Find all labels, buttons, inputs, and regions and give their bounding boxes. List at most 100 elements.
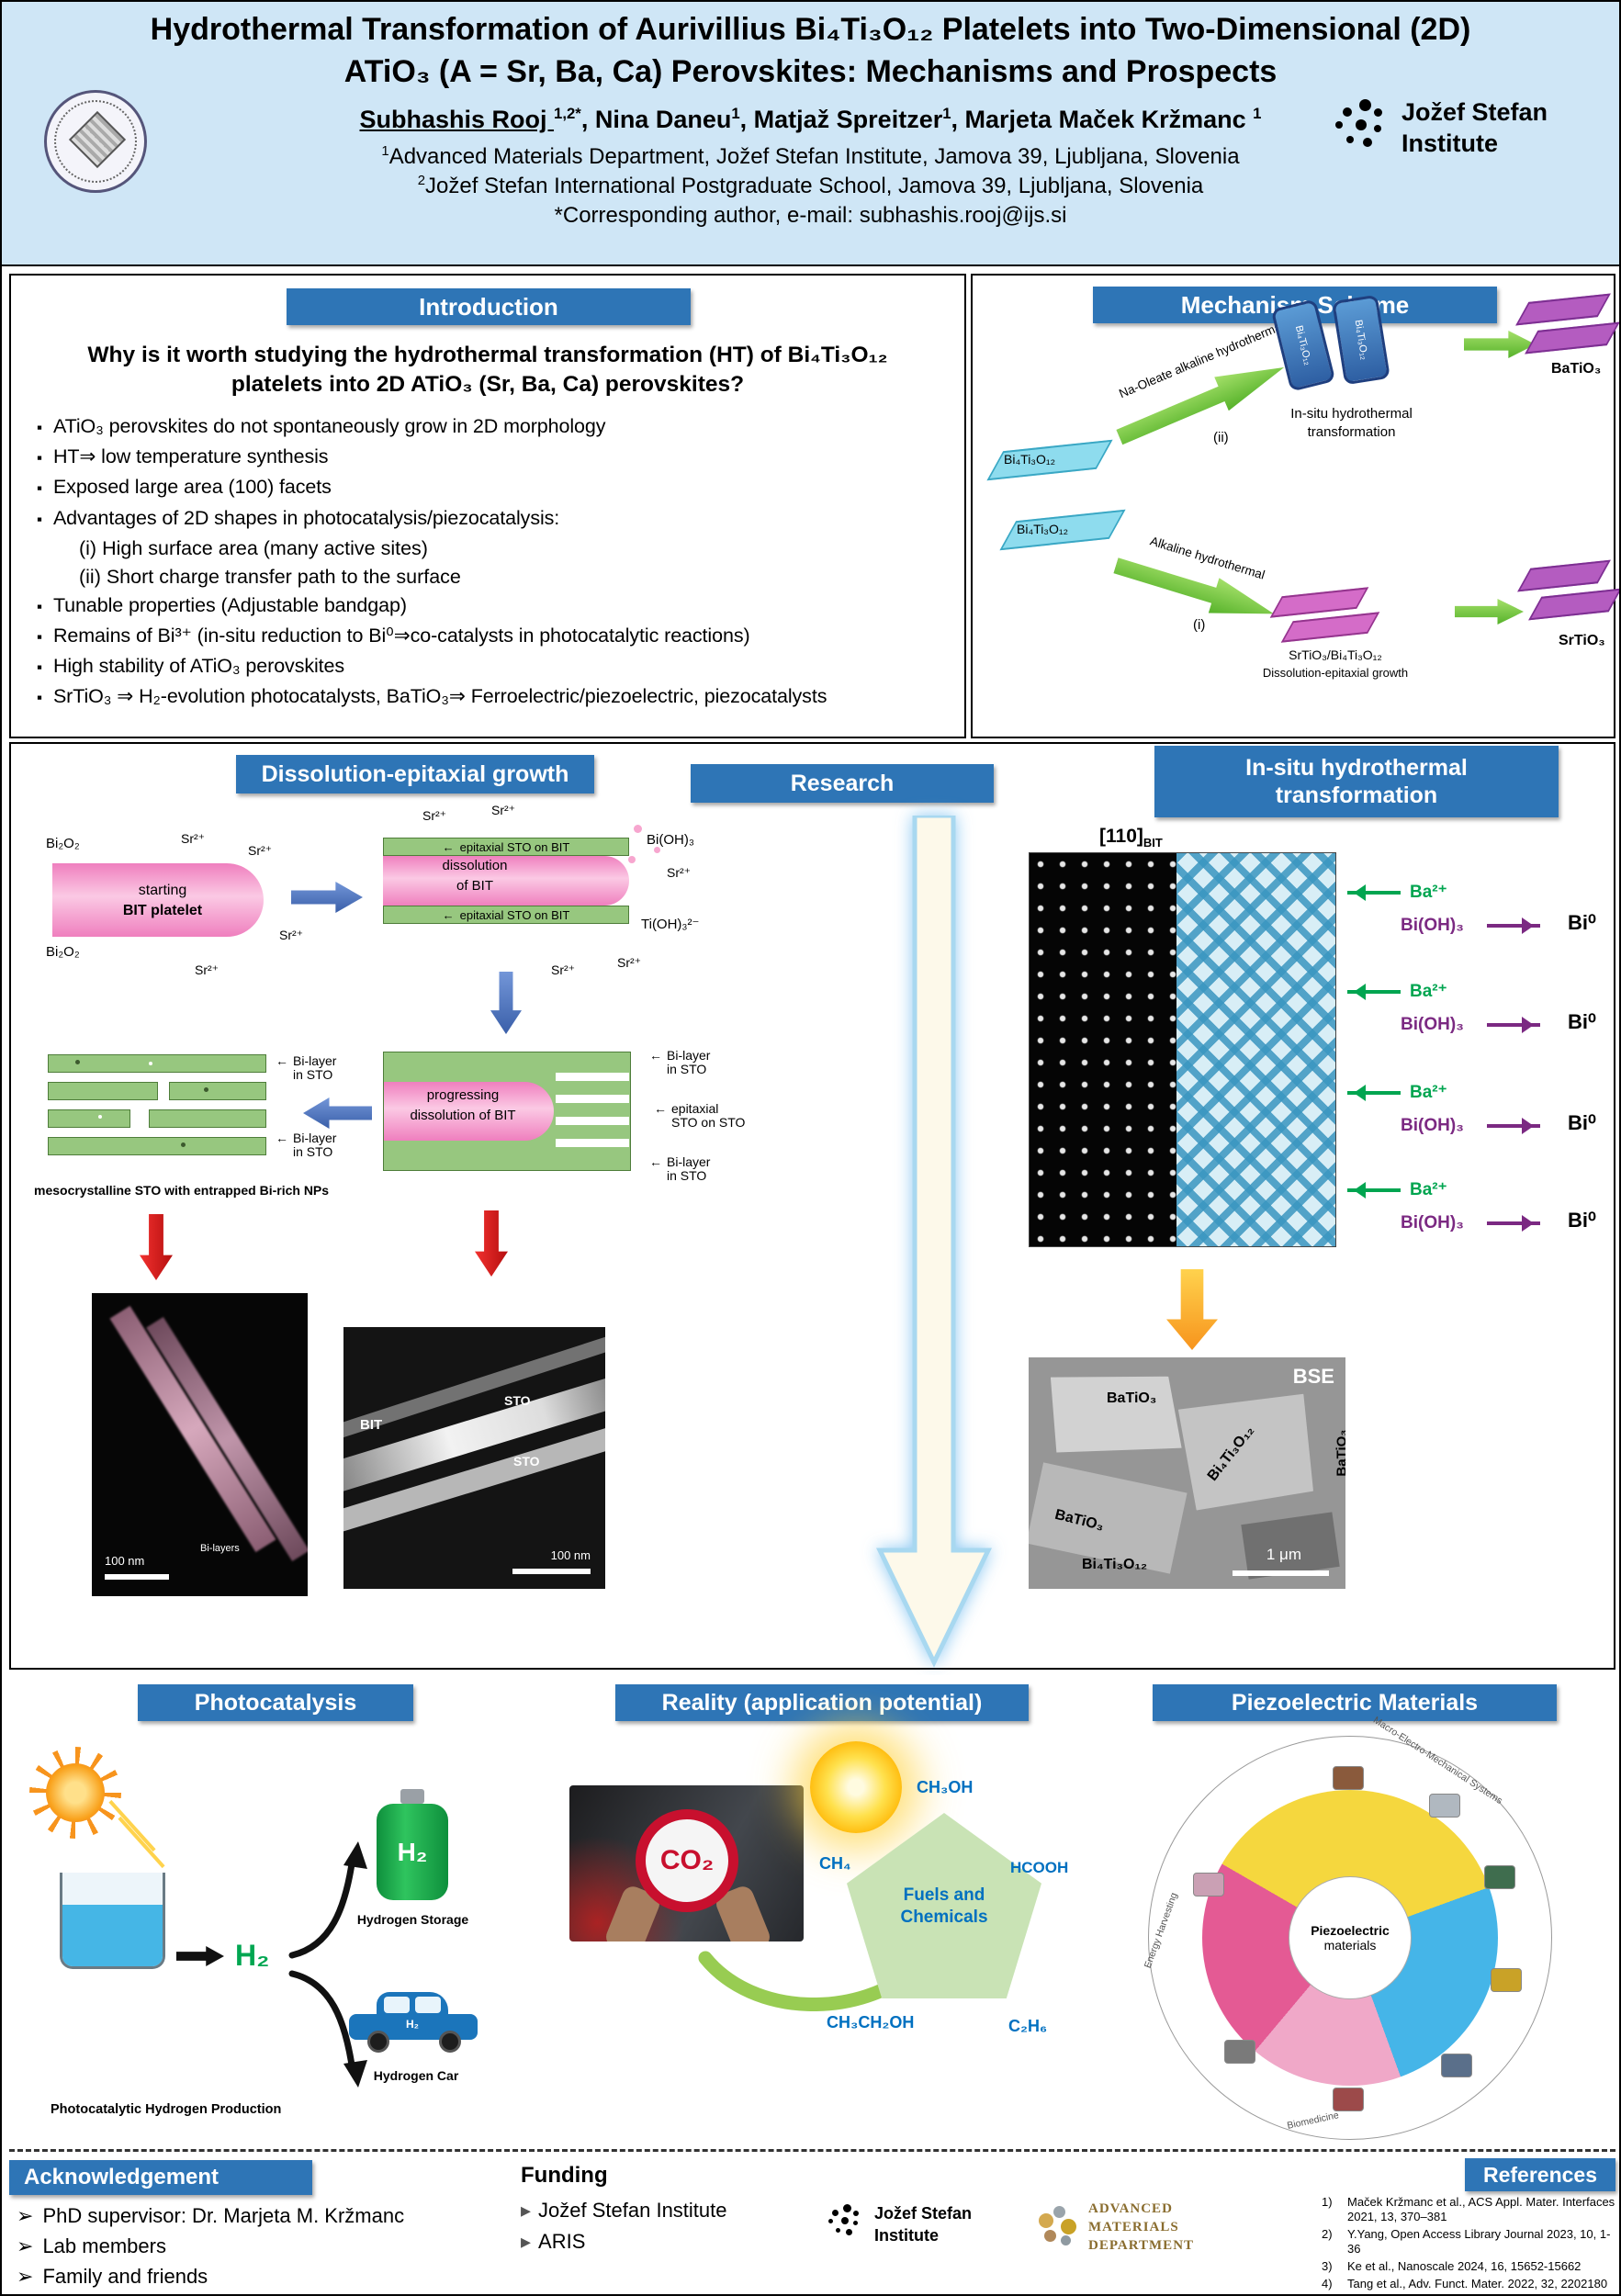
ack-item: ➢PhD supervisor: Dr. Marjeta M. Kržmanc xyxy=(17,2204,411,2228)
ack-text: Family and friends xyxy=(42,2265,208,2288)
bioh3-label: Bi(OH)₃ xyxy=(647,832,694,848)
tem-image-bit-sto: BIT STO STO 100 nm xyxy=(343,1327,605,1589)
bi-np-speck xyxy=(204,1087,208,1092)
bi-arrow-icon xyxy=(1487,1118,1540,1134)
ack-item: ➢Family and friends xyxy=(17,2265,411,2289)
batio3-platelet-shape xyxy=(1515,293,1611,326)
batio3-grain-label: BaTiO₃ xyxy=(1107,1390,1157,1406)
tri-bullet-icon: ▸ xyxy=(521,2199,532,2222)
amd-logo: ADVANCED MATERIALS DEPARTMENT xyxy=(1035,2199,1255,2263)
bi-np-speck xyxy=(98,1115,102,1119)
ref-text: Maček Kržmanc et al., ACS Appl. Mater. I… xyxy=(1347,2195,1615,2223)
jsi-footer-text2: Institute xyxy=(874,2226,939,2245)
ba-arrow-icon xyxy=(1347,984,1401,1000)
bit-annotation: BIT xyxy=(360,1417,383,1433)
bullet-sub-item: (i) High surface area (many active sites… xyxy=(79,536,428,559)
mechanism-section: Mechanism Scheme Bi₄Ti₃O₁₂ Bi₄Ti₃O₁₂ Na-… xyxy=(971,274,1619,738)
left-arrow-icon: ← xyxy=(654,1101,667,1116)
sto-layer xyxy=(48,1109,130,1128)
bi0-label: Bi⁰ xyxy=(1568,1010,1596,1033)
starting-label2: BIT platelet xyxy=(122,903,203,918)
epitaxial-sto-label: epitaxial STO on BIT xyxy=(459,907,570,922)
ch3ch2oh-label: CH₃CH₂OH xyxy=(827,2013,915,2032)
bilayer-text2: in STO xyxy=(293,1067,333,1083)
co2-label: CO₂ xyxy=(659,1845,715,1875)
bullet-item: ▪SrTiO₃ ⇒ H₂-evolution photocatalysts, B… xyxy=(37,685,955,710)
car-window xyxy=(415,1997,441,2013)
ref-text: Y.Yang, Open Access Library Journal 2023… xyxy=(1347,2227,1611,2256)
bullet-sub-item: (ii) Short charge transfer path to the s… xyxy=(79,565,461,588)
bit-lattice-region xyxy=(1030,853,1176,1246)
bioh3-label: Bi(OH)₃ xyxy=(1401,1116,1464,1135)
bit-grain-label: Bi₄Ti₃O₁₂ xyxy=(1082,1557,1148,1572)
jsi-footer-logo: Jožef Stefan Institute xyxy=(828,2202,1030,2257)
ba-ion-label: Ba²⁺ xyxy=(1410,1083,1447,1102)
scale-text: 1 μm xyxy=(1266,1546,1301,1564)
bullet-text: Tunable properties (Adjustable bandgap) xyxy=(52,593,407,616)
arrow-icon xyxy=(291,882,363,913)
amd-text3: DEPARTMENT xyxy=(1088,2238,1195,2253)
srtio3-platelet-shape xyxy=(1528,588,1619,621)
acknowledgement-header: Acknowledgement xyxy=(9,2160,312,2195)
ba-arrow-icon xyxy=(1347,1182,1401,1199)
reaction-row: Ba²⁺ Bi(OH)₃ Bi⁰ xyxy=(1347,1179,1618,1262)
bullet-icon: ▪ xyxy=(37,510,42,528)
epitaxial-sto-label: epitaxial STO on BIT xyxy=(459,839,570,854)
ref-text: Ke et al., Nanoscale 2024, 16, 15652-156… xyxy=(1347,2259,1582,2273)
arrow-icon xyxy=(1166,1269,1218,1350)
insitu-header-line2: transformation xyxy=(1275,782,1438,808)
sto-gap xyxy=(556,1095,629,1103)
reaction-row: Ba²⁺ Bi(OH)₃ Bi⁰ xyxy=(1347,1082,1618,1165)
sr-ion-label: Sr²⁺ xyxy=(422,808,447,823)
co2-photo: CO₂ xyxy=(569,1785,804,1941)
c2h6-label: C₂H₆ xyxy=(1008,2017,1048,2035)
tank-valve xyxy=(400,1789,424,1804)
bilayer-text1: Bi-layer xyxy=(667,1154,711,1169)
tank-h2-label: H₂ xyxy=(397,1837,428,1866)
scale-bar xyxy=(512,1569,591,1574)
bullet-text: High stability of ATiO₃ perovskites xyxy=(52,655,345,678)
dissolved-fleck xyxy=(628,856,636,863)
school-seal-logo xyxy=(44,90,147,193)
grain-shape xyxy=(1042,1364,1188,1465)
sto-layer xyxy=(169,1082,266,1100)
amd-text1: ADVANCED xyxy=(1088,2201,1173,2216)
application-thumbnail xyxy=(1429,1794,1460,1818)
bi-arrow-icon xyxy=(1487,1215,1540,1232)
sun-icon xyxy=(810,1741,902,1833)
wheel-center-text1: Piezoelectric xyxy=(1311,1923,1390,1938)
route-bottom-tag: (i) xyxy=(1193,617,1206,633)
funding-item: ▸ARIS xyxy=(521,2230,796,2254)
dissolution-label1: dissolution xyxy=(442,858,508,873)
rim-label: Macro-Electro-Mechanical Systems xyxy=(1371,1714,1505,1807)
grain-shape xyxy=(1165,1371,1334,1527)
scale-bar xyxy=(1233,1570,1329,1576)
ch4-label: CH₄ xyxy=(819,1854,851,1873)
jsi-logo: Jožef Stefan Institute xyxy=(1335,94,1611,167)
car-h2-label: H₂ xyxy=(406,2018,419,2031)
application-thumbnail xyxy=(1491,1968,1522,1992)
poster-title-line2: ATiO₃ (A = Sr, Ba, Ca) Perovskites: Mech… xyxy=(343,54,1278,89)
reference-item: 1)Maček Kržmanc et al., ACS Appl. Mater.… xyxy=(1322,2195,1617,2224)
bullet-item: ▪Remains of Bi³⁺ (in-situ reduction to B… xyxy=(37,625,955,649)
sr-ion-label: Sr²⁺ xyxy=(667,865,692,880)
introduction-header: Introduction xyxy=(287,288,691,325)
bilayer-text1: Bi-layer xyxy=(293,1131,337,1145)
bi0-label: Bi⁰ xyxy=(1568,1111,1596,1134)
hydrogen-tank-icon: H₂ xyxy=(377,1789,448,1900)
ref-number: 3) xyxy=(1322,2259,1333,2273)
bullet-icon: ▪ xyxy=(37,627,42,646)
photocat-caption: Photocatalytic Hydrogen Production xyxy=(51,2102,282,2117)
scale-text: 100 nm xyxy=(105,1554,145,1569)
bullet-icon: ▪ xyxy=(37,689,42,707)
scale-bar xyxy=(105,1574,169,1580)
bilayer-text2: in STO xyxy=(293,1144,333,1160)
rim-label: Energy Harvesting xyxy=(1142,1891,1180,1970)
intro-bullet-list: ▪ATiO₃ perovskites do not spontaneously … xyxy=(37,415,955,716)
bioh3-label: Bi(OH)₃ xyxy=(1401,1015,1464,1034)
insitu-header: In-situ hydrothermal transformation xyxy=(1154,746,1559,817)
funding-text: Jožef Stefan Institute xyxy=(538,2199,727,2222)
bioh3-label: Bi(OH)₃ xyxy=(1401,1213,1464,1232)
